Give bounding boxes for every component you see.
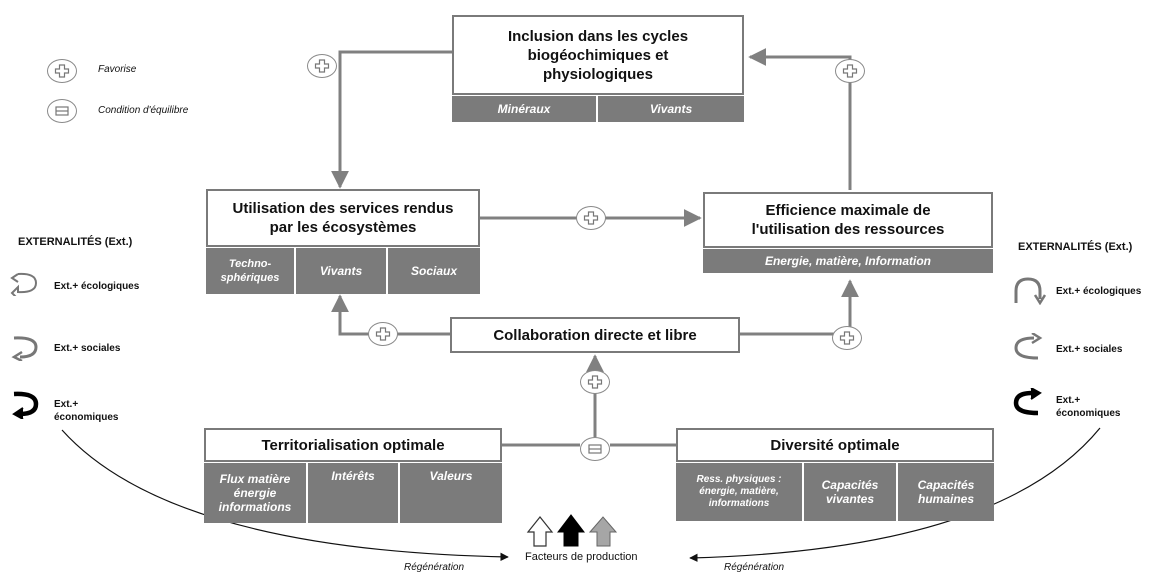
plus-icon (583, 211, 599, 225)
right-externalites-title: EXTERNALITÉS (Ext.) (1018, 241, 1133, 253)
plus-icon (842, 64, 858, 78)
box-territorialisation-title: Territorialisation optimale (261, 436, 445, 454)
box-inclusion-cycles: Inclusion dans les cycles biogéochimique… (452, 15, 744, 95)
box-collaboration-title: Collaboration directe et libre (493, 326, 697, 344)
cell-mineraux: Minéraux (452, 96, 598, 122)
right-ext-sociales-label: Ext.+ sociales (1056, 344, 1123, 355)
plus-icon (839, 331, 855, 345)
box-territorialisation: Territorialisation optimale (204, 428, 502, 462)
box-services-title: Utilisation des services rendus par les … (232, 200, 454, 236)
arrow-collab-to-efficience (740, 279, 859, 336)
right-ext-economiques-label: Ext.+ économiques (1056, 395, 1121, 419)
left-ext-ecologiques-icon (10, 272, 38, 296)
regeneration-curve-right (689, 427, 1101, 563)
regeneration-left-label: Régénération (404, 562, 465, 573)
left-ext-ecologiques-label: Ext.+ écologiques (54, 281, 140, 292)
cell-interets: Intérêts (308, 463, 400, 523)
plus-symbol-top-left (307, 54, 337, 78)
box-diversite: Diversité optimale (676, 428, 994, 462)
box-efficience: Efficience maximale de l'utilisation des… (703, 192, 993, 248)
plus-icon (587, 375, 603, 389)
box-services-cells: Techno-sphériques Vivants Sociaux (206, 248, 480, 294)
plus-symbol-collab-left (368, 322, 398, 346)
plus-icon (54, 64, 70, 78)
factor-arrow-gray (588, 516, 618, 547)
legend-equilibre-label: Condition d'équilibre (98, 105, 189, 116)
cell-vivants-services: Vivants (296, 248, 388, 294)
box-inclusion-title: Inclusion dans les cycles biogéochimique… (507, 27, 689, 83)
box-services-ecosystemes: Utilisation des services rendus par les … (206, 189, 480, 247)
regeneration-right-label: Régénération (724, 562, 785, 573)
plus-symbol-middle (576, 206, 606, 230)
arrow-top-left-to-services (331, 50, 455, 189)
box-collaboration: Collaboration directe et libre (450, 317, 740, 353)
arrow-efficience-to-top (748, 48, 852, 190)
plus-symbol-collab-right (832, 326, 862, 350)
cell-energie-matiere-information: Energie, matière, Information (703, 249, 993, 273)
plus-symbol-collab-bottom (580, 370, 610, 394)
cell-valeurs: Valeurs (400, 463, 502, 523)
box-efficience-title: Efficience maximale de l'utilisation des… (751, 202, 945, 238)
equal-icon (588, 444, 602, 454)
legend-plus-symbol (47, 59, 77, 83)
legend-equal-symbol (47, 99, 77, 123)
box-territorialisation-cells: Flux matière énergie informations Intérê… (204, 463, 502, 523)
cell-vivants-top: Vivants (598, 96, 744, 122)
right-ext-economiques-icon (1013, 388, 1042, 416)
box-diversite-title: Diversité optimale (770, 436, 900, 454)
equal-symbol-center (580, 437, 610, 461)
facteurs-production-label: Facteurs de production (525, 551, 638, 563)
right-ext-ecologiques-icon (1014, 277, 1046, 305)
equal-icon (55, 106, 69, 116)
left-ext-sociales-icon (11, 336, 38, 361)
cell-capacites-humaines: Capacités humaines (898, 463, 994, 521)
factor-arrow-black (556, 514, 586, 547)
cell-flux-matiere: Flux matière énergie informations (204, 463, 308, 523)
plus-icon (375, 327, 391, 341)
plus-symbol-top-right (835, 59, 865, 83)
box-diversite-cells: Ress. physiques : énergie, matière, info… (676, 463, 994, 521)
plus-icon (314, 59, 330, 73)
right-ext-ecologiques-label: Ext.+ écologiques (1056, 286, 1142, 297)
legend-favorise-label: Favorise (98, 64, 137, 75)
cell-capacites-vivantes: Capacités vivantes (804, 463, 898, 521)
left-ext-economiques-icon (12, 391, 39, 419)
factor-arrow-white (526, 516, 554, 547)
left-ext-sociales-label: Ext.+ sociales (54, 343, 121, 354)
box-efficience-cells: Energie, matière, Information (703, 249, 993, 273)
arrow-collab-to-services (331, 294, 450, 336)
box-inclusion-cells: Minéraux Vivants (452, 96, 744, 122)
cell-technospheriques: Techno-sphériques (206, 248, 296, 294)
right-ext-sociales-icon (1014, 333, 1043, 360)
left-ext-economiques-label: Ext.+ économiques (54, 399, 119, 423)
cell-sociaux: Sociaux (388, 248, 480, 294)
left-externalites-title: EXTERNALITÉS (Ext.) (18, 236, 133, 248)
cell-ress-physiques: Ress. physiques : énergie, matière, info… (676, 463, 804, 521)
